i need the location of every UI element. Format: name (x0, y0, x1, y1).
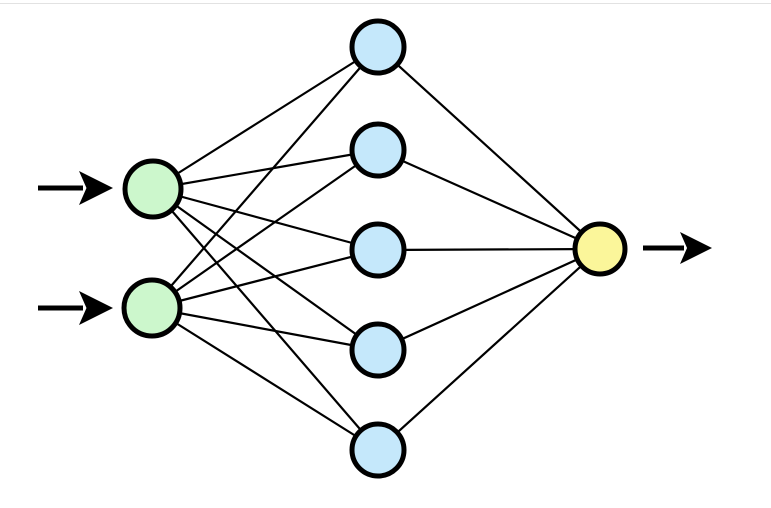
edge-i1-to-h2 (151, 148, 380, 191)
io-arrows-group (38, 171, 712, 325)
input-arrow-1 (38, 171, 113, 205)
edge-h1-to-o1 (376, 45, 602, 251)
output-arrow-1-head (680, 232, 712, 264)
hidden-node-4[interactable] (349, 321, 407, 379)
edges-group (150, 45, 602, 452)
output-arrow-1 (643, 232, 712, 264)
edge-h2-to-o1 (376, 148, 602, 251)
edge-i1-to-h4 (151, 187, 380, 352)
hidden-node-3[interactable] (349, 221, 407, 279)
edge-h4-to-o1 (376, 247, 602, 352)
hidden-node-2[interactable] (349, 121, 407, 179)
edge-h5-to-o1 (376, 247, 602, 452)
hidden-node-1[interactable] (349, 18, 407, 76)
edge-i1-to-h1 (151, 45, 380, 191)
edge-i2-to-h1 (150, 45, 380, 310)
edge-h3-to-o1 (376, 247, 602, 252)
edge-i2-to-h3 (150, 248, 380, 310)
input-node-1[interactable] (122, 158, 184, 220)
input-arrow-1-head (79, 171, 113, 205)
edge-i1-to-h5 (151, 187, 380, 452)
hidden-node-5[interactable] (349, 421, 407, 479)
input-arrow-2-head (79, 291, 113, 325)
top-rule-divider (0, 3, 771, 4)
nodes-group (121, 18, 628, 479)
edge-i1-to-h3 (151, 187, 380, 252)
input-node-2[interactable] (121, 277, 183, 339)
edge-i2-to-h5 (150, 306, 380, 452)
edge-i2-to-h4 (150, 306, 380, 352)
edge-i2-to-h2 (150, 148, 380, 310)
output-node-1[interactable] (572, 221, 628, 277)
input-arrow-2 (38, 291, 113, 325)
